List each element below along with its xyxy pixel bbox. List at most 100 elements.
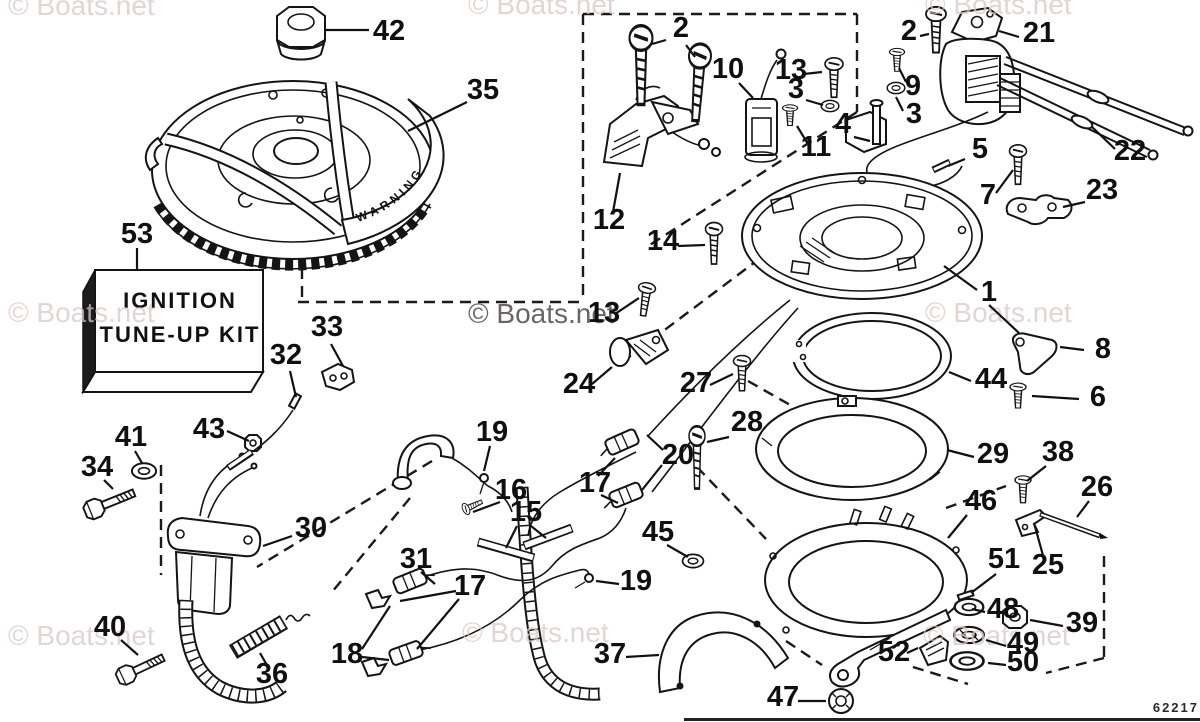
clamp-24	[609, 328, 670, 367]
flywheel: WARNING	[144, 80, 445, 271]
part-label-13: 13	[588, 297, 620, 329]
cam-lever-37	[658, 611, 790, 694]
watermark: © Boats.net	[8, 620, 155, 651]
part-label-29: 29	[977, 438, 1009, 470]
part-label-53: 53	[121, 218, 153, 250]
part-label-7: 7	[980, 179, 996, 211]
screw-14	[704, 221, 724, 265]
leader-line-38	[1026, 465, 1047, 482]
clip-33	[320, 362, 356, 392]
grommet-upper	[364, 588, 393, 610]
part-label-19: 19	[476, 416, 508, 448]
leader-line-2	[685, 44, 696, 58]
part-label-13: 13	[775, 54, 807, 86]
wedge-52	[918, 634, 950, 667]
wire-terminal-32	[226, 392, 303, 471]
leader-line-46	[947, 514, 968, 539]
screw-6	[1009, 382, 1027, 409]
part-label-11: 11	[801, 131, 832, 163]
tune-up-kit-box: IGNITION TUNE-UP KIT	[81, 269, 265, 395]
part-label-24: 24	[563, 368, 595, 400]
part-label-17: 17	[579, 467, 611, 499]
leader-line-24	[591, 366, 613, 385]
leader-line-10	[738, 82, 754, 99]
part-label-26: 26	[1081, 471, 1113, 503]
leader-line-15	[530, 525, 547, 539]
leader-line-5	[947, 157, 966, 168]
leader-line-4	[853, 135, 871, 143]
leader-line-9	[898, 67, 907, 83]
part-label-3: 3	[788, 73, 804, 105]
starter-rope	[178, 599, 287, 704]
nut-43	[244, 434, 262, 452]
cam-follower-pin	[845, 99, 887, 154]
part-label-8: 8	[1095, 333, 1111, 365]
part-label-22: 22	[1114, 135, 1146, 167]
part-label-47: 47	[767, 681, 799, 713]
leader-line-22	[1091, 126, 1116, 150]
part-label-28: 28	[731, 406, 763, 438]
bolt-2-left	[627, 23, 655, 107]
leader-line-21	[998, 29, 1020, 39]
leader-line-3	[895, 96, 904, 112]
leader-line-3	[805, 98, 824, 107]
leader-line-28	[706, 435, 730, 444]
leader-line-50	[987, 661, 1007, 667]
part-label-23: 23	[1086, 174, 1118, 206]
leader-line-49	[985, 638, 1007, 648]
leader-line-12	[611, 172, 622, 213]
screw-16	[459, 495, 485, 517]
leader-line-18	[361, 655, 390, 662]
leader-line-19	[482, 445, 492, 472]
leader-line-41	[134, 450, 143, 464]
part-label-1: 1	[981, 276, 997, 308]
part-label-9: 9	[905, 70, 921, 102]
leader-line-17	[600, 494, 619, 504]
part-label-40: 40	[94, 611, 126, 643]
part-label-46: 46	[965, 485, 997, 517]
washer-3-right	[886, 81, 906, 95]
leader-line-51	[970, 573, 997, 594]
leader-line-40	[120, 639, 139, 656]
leader-line-31	[420, 571, 436, 585]
driver-coil-30	[166, 452, 262, 616]
part-label-25: 25	[1032, 549, 1064, 581]
leader-line-30	[262, 534, 293, 548]
part-label-44: 44	[975, 363, 1007, 395]
leader-line-23	[1062, 200, 1086, 209]
leader-line-17	[597, 457, 616, 477]
part-label-20: 20	[662, 439, 694, 471]
washer-48	[953, 597, 985, 617]
screw-13-top	[824, 56, 844, 99]
spark-plug-wires	[865, 56, 1194, 190]
part-label-16: 16	[495, 474, 527, 506]
connector-upper-right	[600, 428, 640, 457]
watermark: © Boats.net	[925, 0, 1072, 20]
leader-line-16	[472, 500, 501, 514]
part-label-42: 42	[373, 15, 405, 47]
watermark: © Boats.net	[468, 298, 615, 329]
leader-line-13	[614, 297, 640, 315]
grommet-lower	[360, 656, 389, 678]
watermark: © Boats.net	[923, 620, 1070, 651]
flywheel-nut	[276, 6, 326, 61]
washer-41	[130, 462, 158, 480]
screw-9	[888, 47, 906, 72]
part-label-12: 12	[593, 204, 625, 236]
part-label-49: 49	[1007, 627, 1039, 659]
part-label-27: 27	[680, 367, 712, 399]
part-label-38: 38	[1042, 436, 1074, 468]
leader-line-2	[919, 32, 930, 38]
leader-line-1	[988, 304, 1020, 334]
watermark: © Boats.net	[8, 0, 155, 21]
leader-line-14	[677, 243, 706, 248]
wave-ring-29	[755, 395, 949, 501]
part-label-33: 33	[311, 311, 343, 343]
part-label-6: 6	[1090, 381, 1106, 413]
nut-39	[1002, 605, 1028, 629]
washer-50	[949, 650, 985, 672]
leader-line-7	[995, 169, 1014, 194]
breaker-points	[602, 85, 721, 168]
